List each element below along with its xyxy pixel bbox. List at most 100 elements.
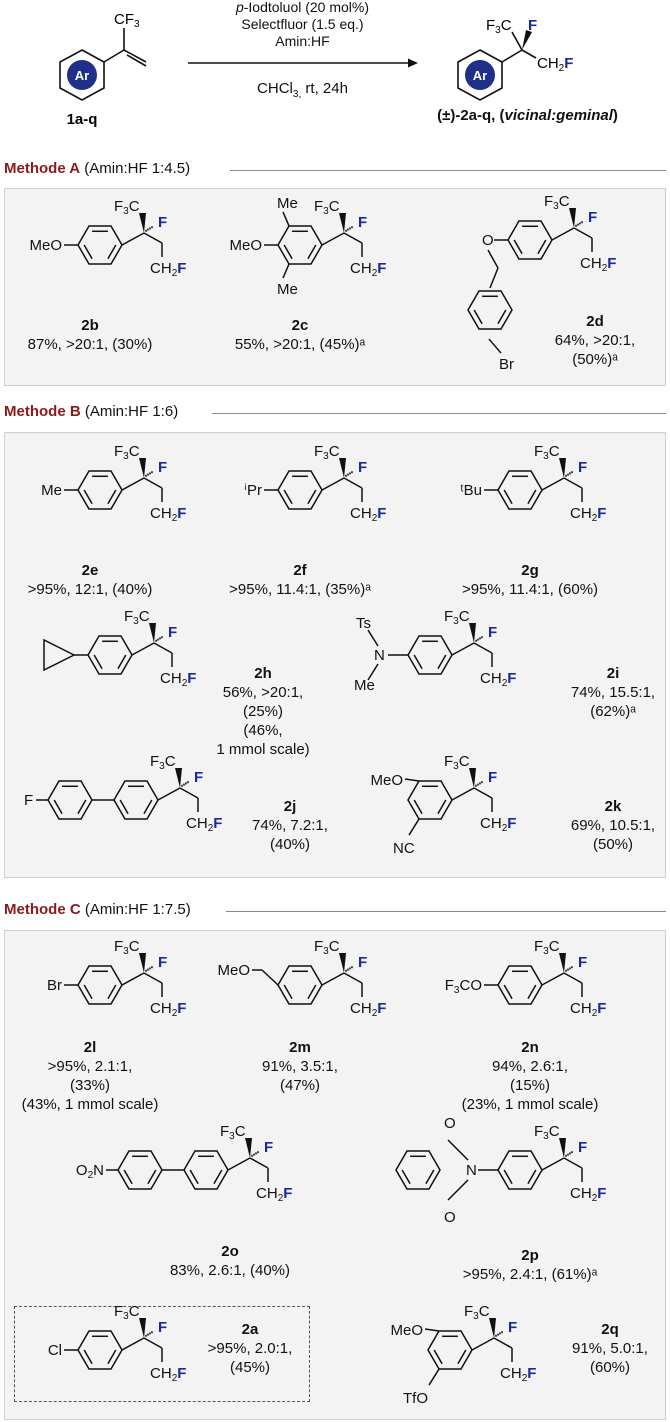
aromatic-bond (413, 799, 423, 815)
aromatic-bond (307, 244, 317, 260)
aromatic-bond (283, 984, 293, 1000)
product-ar-disc (465, 60, 495, 90)
section-c-title: Methode C (Amin:HF 1:7.5) (4, 901, 191, 918)
cf3-label: F3C (314, 938, 340, 957)
compound-2p: 2p>95%, 2.4:1, (61%)ᵃ (462, 1247, 598, 1283)
substituent-label: MeO (229, 237, 262, 254)
bond (143, 1337, 163, 1349)
bond (261, 969, 279, 986)
bond (563, 477, 583, 489)
nitrogen-label: N (374, 647, 385, 664)
bond (343, 972, 363, 984)
aromatic-bond (53, 799, 63, 815)
bond (447, 1139, 469, 1161)
bond (131, 642, 155, 656)
cf3-label: F3C (464, 1303, 490, 1322)
section-c-rule (226, 911, 666, 912)
wedge-bond (489, 1318, 496, 1338)
nitro-label: O2N (76, 1162, 104, 1181)
methoxy-label: MeO (370, 772, 403, 789)
cf3-label: F3C (534, 443, 560, 462)
nitrogen-label: N (466, 1162, 477, 1179)
ch2f-label: CH2F (570, 505, 606, 524)
ch2f-label: CH2F (256, 1185, 292, 1204)
wedge-bond (339, 458, 346, 478)
compound-2e: 2e>95%, 12:1, (40%) (27, 562, 153, 598)
fluorine-label: F (158, 1319, 167, 1336)
aromatic-bond (93, 654, 103, 670)
benzene-ring (395, 1150, 441, 1190)
aromatic-bond (527, 984, 537, 1000)
bond (451, 787, 475, 801)
fluorine-label: F (158, 459, 167, 476)
methyl-label: Me (354, 677, 375, 694)
aromatic-bond (497, 309, 507, 325)
bond (573, 227, 593, 239)
wedge-bond (139, 213, 146, 233)
aromatic-bond (119, 799, 129, 815)
bond (451, 642, 475, 656)
bond (489, 267, 499, 289)
wedge-bond (245, 1138, 252, 1158)
methyl-label: Me (277, 281, 298, 298)
bond (321, 477, 345, 491)
fluorine-label: F (488, 624, 497, 641)
substituent-label: Cl (48, 1342, 62, 1359)
aromatic-bond (189, 1169, 199, 1185)
aromatic-bond (107, 984, 117, 1000)
bond (249, 1157, 269, 1169)
reagents: p-Iodtoluol (20 mol%) Selectfluor (1.5 e… (190, 0, 415, 50)
reagent-line-3: Amin:HF (275, 33, 330, 49)
ch2f-label: CH2F (150, 1365, 186, 1384)
ch2f-label: CH2F (570, 1185, 606, 1204)
bond (447, 1179, 469, 1201)
compound-2f: 2f>95%, 11.4:1, (35%)ᵃ (229, 562, 371, 598)
aromatic-bond (307, 489, 317, 505)
cf3-label: F3C (314, 443, 340, 462)
aromatic-bond (83, 244, 93, 260)
methyl-label: Me (277, 195, 298, 212)
benzene-ring (467, 290, 513, 330)
fluorine-label: F (508, 1319, 517, 1336)
cf3-label: F3C (544, 193, 570, 212)
bond (367, 663, 379, 681)
substrate-cf3: CF3 (114, 11, 140, 30)
bond (282, 263, 290, 279)
aromatic-bond (107, 489, 117, 505)
bond (143, 972, 163, 984)
ch2f-label: CH2F (150, 260, 186, 279)
aromatic-bond (513, 239, 523, 255)
aromatic-bond (473, 309, 483, 325)
conditions: CHCl3, rt, 24h (257, 80, 348, 100)
aromatic-bond (283, 489, 293, 505)
fluorine-label: F (578, 459, 587, 476)
ch2f-label: CH2F (480, 815, 516, 834)
ch2f-label: CH2F (500, 1365, 536, 1384)
section-b-rule (212, 413, 666, 414)
substrate-ar-label: Ar (75, 68, 89, 83)
tosyl-label: Ts (356, 615, 371, 632)
product-label: (±)-2a-q, (vicinal:geminal) (437, 107, 618, 124)
ch2f-label: CH2F (350, 1000, 386, 1019)
product-ar-label: Ar (473, 68, 487, 83)
ch2f-label: CH2F (580, 255, 616, 274)
wedge-bond (175, 768, 182, 788)
wedge-bond (339, 213, 346, 233)
ch2f-label: CH2F (350, 505, 386, 524)
section-b-title: Methode B (Amin:HF 1:6) (4, 403, 179, 420)
oxygen-label: O (444, 1115, 456, 1132)
substituent-label: ᵗBu (460, 482, 482, 499)
wedge-bond (559, 458, 566, 478)
cf3-label: F3C (124, 608, 150, 627)
benzene-ring (427, 1330, 473, 1370)
wedge-bond (139, 458, 146, 478)
wedge-bond (559, 953, 566, 973)
bond (408, 818, 420, 836)
ch2f-label: CH2F (186, 815, 222, 834)
aromatic-bond (401, 1169, 411, 1185)
bond (563, 972, 583, 984)
